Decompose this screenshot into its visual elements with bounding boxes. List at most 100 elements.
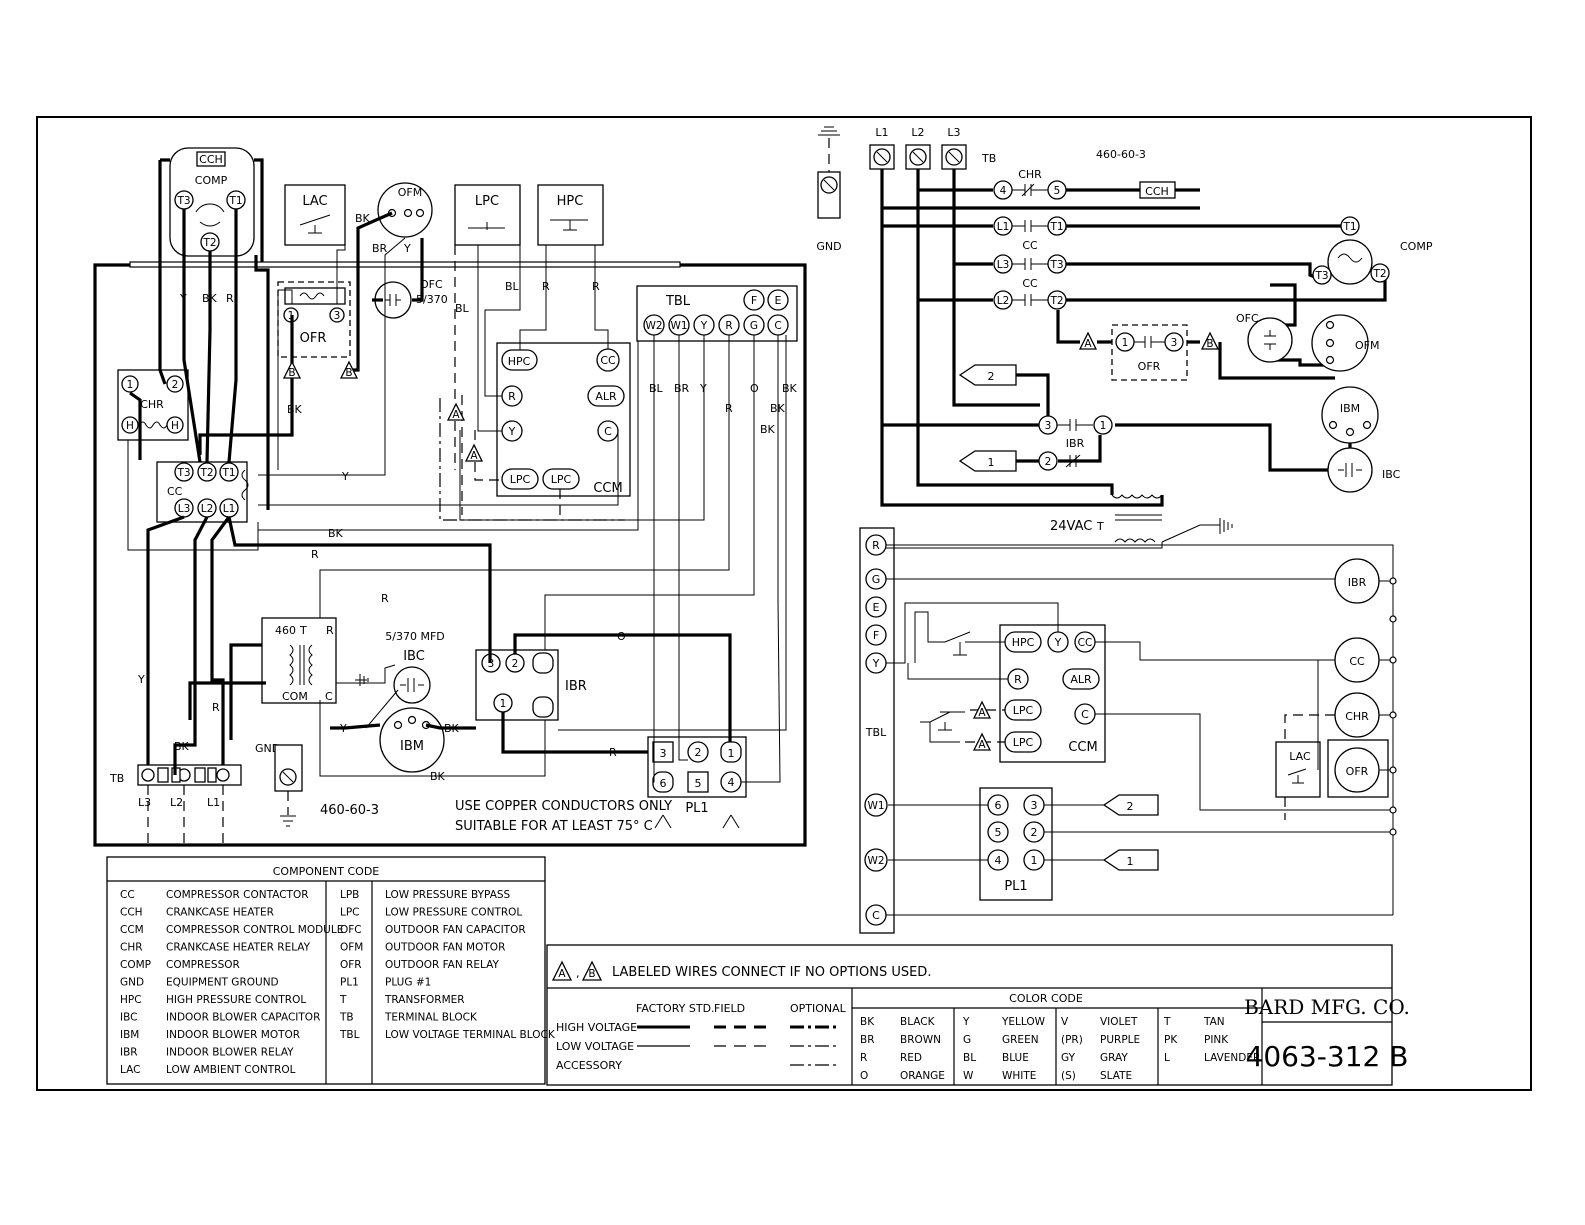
hpc-switch: HPC xyxy=(537,184,604,246)
wire-label-r1: R xyxy=(226,292,234,305)
color-code-0-1: BR xyxy=(860,1034,875,1046)
ccm-lpc2-label: LPC xyxy=(551,473,572,486)
right-ccm-c: C xyxy=(1081,708,1089,721)
right-ccm-cc: CC xyxy=(1078,637,1093,649)
right-pl1-plug: 6 3 5 2 4 1 PL1 2 1 xyxy=(979,787,1159,901)
color-code-2-0: V xyxy=(1061,1016,1069,1028)
right-tbl-c-label: C xyxy=(872,909,880,922)
color-code-3-2: L xyxy=(1164,1052,1170,1064)
ccm-cc-terminal: CC xyxy=(596,348,620,372)
right-ibr-1: 1 xyxy=(1100,420,1107,432)
legend-comma: , xyxy=(576,967,580,980)
color-code-2-1: (PR) xyxy=(1061,1034,1083,1046)
pl1-pin-2: 2 xyxy=(687,741,709,763)
right-low-voltage-wiring: A A xyxy=(886,542,1397,916)
right-ibr-2: 2 xyxy=(1045,456,1052,468)
tb-l1: L1 xyxy=(207,796,220,809)
right-loads: IBR CC CHR OFR LAC xyxy=(1275,558,1389,798)
tbl-c: C xyxy=(767,314,789,336)
color-code-1-1: G xyxy=(963,1034,971,1046)
lpc-switch: LPC xyxy=(454,184,521,246)
color-name-1-3: WHITE xyxy=(1002,1070,1036,1082)
wire-label-r4: R xyxy=(311,548,319,561)
wire-label-y4: Y xyxy=(699,382,707,395)
ofc-capacitor: OFC 5/370 xyxy=(374,278,448,319)
right-ofr-3: 3 xyxy=(1171,337,1178,349)
right-l3-label: L3 xyxy=(947,126,960,139)
color-name-1-1: GREEN xyxy=(1002,1034,1039,1046)
tbl-w2-label: W2 xyxy=(645,320,662,332)
right-ccm-lpc2: LPC xyxy=(1013,736,1034,749)
wire-label-bk5: BK xyxy=(782,382,798,395)
ccm-cc-label: CC xyxy=(600,354,616,367)
color-name-2-0: VIOLET xyxy=(1100,1016,1138,1028)
chr-label: CHR xyxy=(140,398,164,411)
tbl-r-label: R xyxy=(725,320,732,332)
load-cc: CC xyxy=(1334,637,1380,683)
legend-tag-b: B xyxy=(588,968,595,980)
load-chr-label: CHR xyxy=(1345,710,1369,723)
right-tbl-g: G xyxy=(865,568,887,590)
cc-t2: T2 xyxy=(199,467,213,479)
cc-l3: L3 xyxy=(178,503,191,515)
sheet-border xyxy=(36,116,1532,1091)
component-desc-2: COMPRESSOR CONTROL MODULE xyxy=(166,924,343,936)
right-lac-label: LAC xyxy=(1289,750,1311,763)
right-line-terminals: L1 L2 L3 TB 460-60-3 xyxy=(869,126,1146,170)
color-code-3-0: T xyxy=(1163,1016,1171,1028)
chr-t2: 2 xyxy=(172,379,179,391)
wire-label-bl1: BL xyxy=(455,302,470,315)
pl1-pin-2-label: 2 xyxy=(695,746,702,759)
color-name-0-1: BROWN xyxy=(900,1034,941,1046)
right-ccm-r: R xyxy=(1014,673,1022,686)
ccm-lpc1-terminal: LPC xyxy=(501,468,539,490)
ccm-hpc-terminal: HPC xyxy=(501,349,538,371)
right-cc-contacts: L1 T1 CC L3 T3 CC L2 T2 xyxy=(993,216,1067,310)
component-desc-10: LOW AMBIENT CONTROL xyxy=(166,1064,296,1076)
right-ofc-capacitor: OFC xyxy=(1236,312,1293,363)
lpc-label: LPC xyxy=(475,194,499,209)
pl1-pin-3: 3 xyxy=(652,741,674,763)
legend-row-accessory: ACCESSORY xyxy=(556,1059,622,1072)
cc-t1: T1 xyxy=(221,467,235,479)
component-desc-r4: OUTDOOR FAN RELAY xyxy=(385,959,499,971)
ibc-capacitor: 5/370 MFD IBC xyxy=(385,630,445,704)
right-tbl-w1-label: W1 xyxy=(867,800,884,812)
ibr-t3: 3 xyxy=(488,658,495,670)
right-cc-t2: T2 xyxy=(1049,295,1063,307)
ccm-y-label: Y xyxy=(508,425,516,438)
wire-label-r7: R xyxy=(212,701,220,714)
wire-label-br2: BR xyxy=(674,382,690,395)
right-tbl-e: E xyxy=(865,596,887,618)
right-tbl-g-label: G xyxy=(872,573,881,586)
component-desc-r0: LOW PRESSURE BYPASS xyxy=(385,889,511,901)
color-code-3-1: PK xyxy=(1164,1034,1178,1046)
lac-label: LAC xyxy=(302,194,327,209)
wire-label-br1: BR xyxy=(372,242,388,255)
color-name-0-2: RED xyxy=(900,1052,922,1064)
tbl-e: E xyxy=(775,294,782,307)
ibm-label: IBM xyxy=(400,739,424,754)
right-comp-t2: T2 xyxy=(1372,268,1386,280)
transformer: 460 T R COM C xyxy=(261,617,337,704)
ofr-relay: 1 3 OFR xyxy=(277,281,351,358)
right-tag-a1: A xyxy=(978,707,986,719)
right-ibc-label: IBC xyxy=(1382,468,1401,481)
legend-row-high-voltage: HIGH VOLTAGE xyxy=(556,1021,637,1034)
right-chr-t5: 5 xyxy=(1054,185,1061,197)
wire-label-bk1: BK xyxy=(202,292,218,305)
color-name-1-2: BLUE xyxy=(1002,1052,1029,1064)
right-ofc-label: OFC xyxy=(1236,312,1259,325)
cc-label: CC xyxy=(167,485,183,498)
legend-header-factory: FACTORY STD. xyxy=(636,1002,715,1015)
component-code-r3: OFM xyxy=(340,942,363,954)
left-high-voltage-wiring xyxy=(129,158,732,775)
right-transformer: 24VAC T xyxy=(1050,494,1233,543)
transformer-r: R xyxy=(326,624,334,637)
wire-label-r8: R xyxy=(609,746,617,759)
tbl-c-label: C xyxy=(774,320,781,332)
component-code-title: COMPONENT CODE xyxy=(273,865,380,878)
color-name-3-1: PINK xyxy=(1204,1034,1229,1046)
